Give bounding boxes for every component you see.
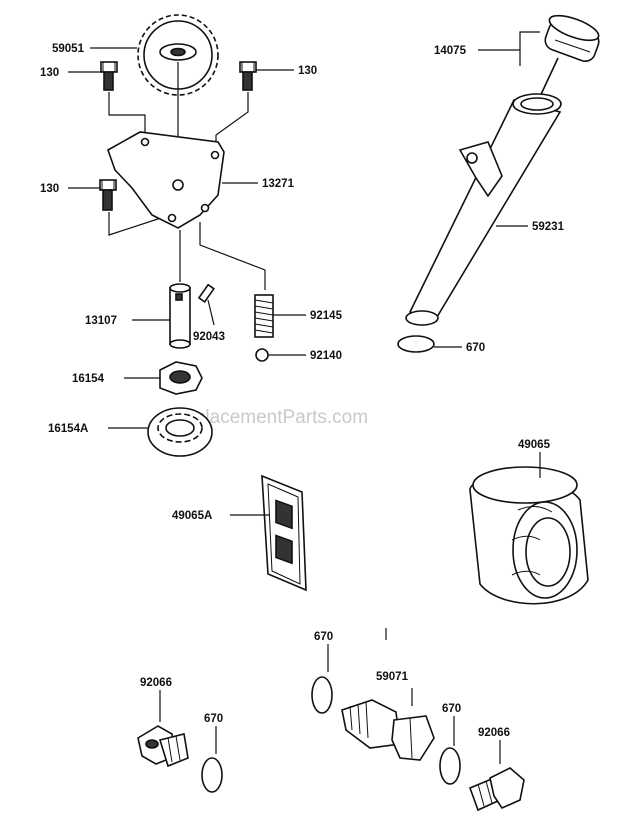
label-92140: 92140: [310, 350, 342, 362]
label-59071: 59071: [376, 671, 409, 683]
watermark: eReplacementParts.com: [160, 407, 368, 428]
label-130-top-left: 130: [40, 67, 59, 79]
oil-filter-49065: [469, 466, 589, 605]
label-13107: 13107: [85, 315, 117, 327]
oil-strainer-49065A: [261, 474, 307, 592]
bolt-130-left: [100, 61, 118, 91]
bracket-14075: [478, 31, 540, 51]
o-ring-670-bottom: [201, 757, 223, 793]
drain-plug-92066-right: [468, 767, 525, 812]
shaft-13107: [169, 283, 191, 349]
label-670-left: 670: [314, 631, 333, 643]
o-ring-670-right: [439, 747, 461, 785]
guide-bolt-left: [108, 92, 146, 138]
bolt-130-right: [239, 61, 257, 91]
label-92145: 92145: [310, 310, 343, 322]
label-13271: 13271: [262, 178, 295, 190]
oil-filler-tube-59231: [405, 93, 562, 326]
label-130-mid: 130: [40, 183, 59, 195]
outer-rotor-16154A: [147, 407, 213, 457]
pin-92043: [197, 283, 215, 303]
bolt-130-mid: [99, 179, 117, 211]
label-14075: 14075: [434, 45, 467, 57]
label-130-top-right: 130: [298, 65, 317, 77]
o-ring-670-left: [311, 676, 333, 714]
label-16154: 16154: [72, 373, 105, 385]
spring-92145: [254, 294, 274, 338]
guide-spring: [199, 222, 266, 290]
ball-92140: [255, 348, 269, 362]
guide-bolt-mid: [108, 212, 171, 236]
label-670-right: 670: [442, 703, 461, 715]
fitting-59071: [341, 699, 435, 761]
label-59051: 59051: [52, 43, 85, 55]
label-92066-left: 92066: [140, 677, 172, 689]
gear-59051: [137, 14, 219, 96]
label-92066-right: 92066: [478, 727, 510, 739]
drain-plug-92066-left: [137, 725, 189, 768]
label-92043: 92043: [193, 331, 225, 343]
oil-filler-cap-14075: [544, 14, 600, 62]
label-49065: 49065: [518, 439, 551, 451]
label-670-bottom: 670: [204, 713, 223, 725]
label-59231: 59231: [532, 221, 565, 233]
label-49065A: 49065A: [172, 510, 212, 522]
label-16154A: 16154A: [48, 423, 88, 435]
label-670-tube: 670: [466, 342, 485, 354]
o-ring-670-tube: [397, 335, 435, 353]
cover-plate-13271: [107, 131, 225, 229]
guide-bolt-right: [215, 92, 249, 150]
inner-rotor-16154: [159, 361, 203, 395]
